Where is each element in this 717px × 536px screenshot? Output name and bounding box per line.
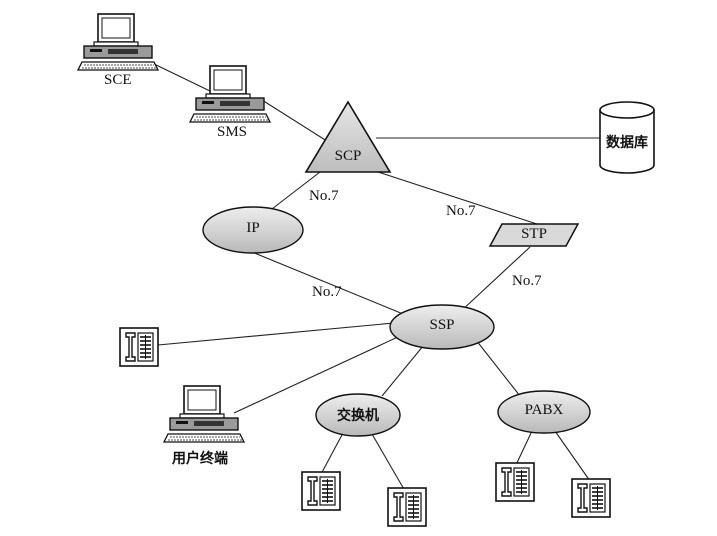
ssp-label: SSP — [429, 317, 455, 333]
link-ip-ssp — [251, 251, 409, 317]
link-label-scp-ip: No.7 — [309, 188, 339, 204]
ip-label: IP — [246, 220, 260, 236]
link-pabx-phone1 — [514, 430, 533, 468]
telephone-icon — [495, 462, 535, 502]
link-ssp-terminal — [233, 335, 401, 414]
ssp-node — [389, 304, 495, 350]
sce-computer-icon — [77, 13, 159, 71]
scp-label: SCP — [334, 148, 362, 164]
link-ssp-pabx — [475, 339, 521, 397]
link-pabx-phone2 — [554, 430, 591, 482]
telephone-icon — [387, 487, 427, 527]
link-switch-phone2 — [371, 433, 406, 492]
telephone-icon — [571, 478, 611, 518]
link-label-ip-ssp: No.7 — [312, 284, 342, 300]
link-sce-sms — [149, 61, 213, 93]
database-label: 数据库 — [606, 135, 648, 151]
link-scp-stp — [371, 169, 541, 226]
link-label-stp-ssp: No.7 — [512, 273, 542, 289]
link-scp-ip — [267, 171, 321, 213]
link-label-scp-stp: No.7 — [446, 203, 476, 219]
telephone-icon — [119, 327, 159, 367]
link-stp-ssp — [459, 246, 531, 313]
connections — [149, 61, 600, 492]
user-terminal-computer-icon — [163, 385, 245, 443]
link-ssp-phone — [157, 322, 395, 346]
telephone-icon — [301, 471, 341, 511]
sce-label: SCE — [104, 72, 132, 88]
switch-label: 交换机 — [337, 408, 379, 424]
scp-triangle — [304, 100, 392, 173]
database-icon — [599, 101, 655, 174]
stp-node — [488, 223, 580, 247]
pabx-node — [497, 390, 591, 434]
link-switch-phone1 — [319, 432, 344, 477]
link-sms-scp — [261, 99, 331, 144]
link-ssp-switch — [381, 339, 429, 397]
sms-label: SMS — [217, 124, 248, 140]
ip-node — [202, 206, 304, 254]
stp-label: STP — [521, 226, 547, 242]
switch-node — [315, 393, 401, 437]
pabx-label: PABX — [524, 402, 564, 418]
sms-computer-icon — [189, 65, 271, 123]
user-terminal-label: 用户终端 — [172, 451, 228, 467]
